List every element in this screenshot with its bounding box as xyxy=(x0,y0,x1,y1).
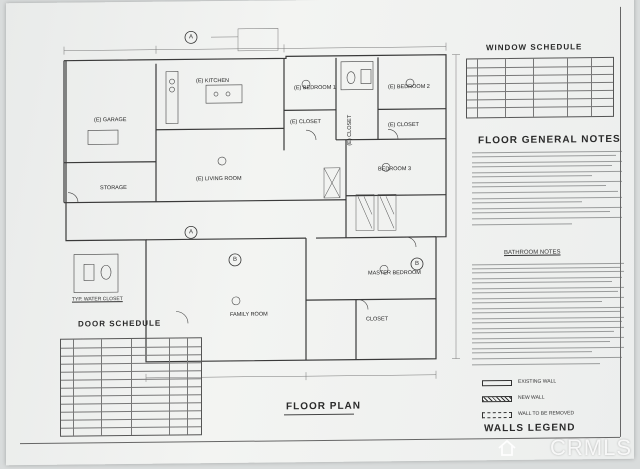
door-schedule-table xyxy=(60,337,202,437)
typ-water-closet-title: TYP. WATER CLOSET xyxy=(72,296,123,303)
legend-new-wall: NEW WALL xyxy=(518,394,545,401)
crmls-logo-icon xyxy=(498,439,516,456)
room-closet-2: (E) CLOSET xyxy=(388,121,419,129)
walls-legend-title: WALLS LEGEND xyxy=(484,422,576,435)
sheet-border-right xyxy=(620,6,621,437)
room-kitchen: (E) KITCHEN xyxy=(196,77,229,85)
section-marker-b-right-label: B xyxy=(415,260,420,268)
room-family-room: FAMILY ROOM xyxy=(230,311,268,318)
door-schedule-title: DOOR SCHEDULE xyxy=(78,318,162,329)
room-bedroom-2: (E) BEDROOM 2 xyxy=(388,83,430,91)
legend-existing-wall: EXISTING WALL xyxy=(518,378,557,385)
section-marker-a-left-label: A xyxy=(189,229,194,236)
room-closet-3: (E) CLOSET xyxy=(347,114,353,146)
section-marker-a-top-label: A xyxy=(189,34,194,41)
floor-general-notes-title: FLOOR GENERAL NOTES xyxy=(478,133,621,147)
room-bedroom-1: (E) BEDROOM 1 xyxy=(294,84,336,92)
room-master-bedroom: MASTER BEDROOM xyxy=(368,269,421,277)
section-marker-b-mid xyxy=(228,253,242,267)
window-schedule-title: WINDOW SCHEDULE xyxy=(486,42,583,53)
section-marker-b-mid-label: B xyxy=(233,256,238,263)
section-marker-b-right xyxy=(410,257,424,271)
floor-plan-drawing xyxy=(63,28,460,382)
room-storage: STORAGE xyxy=(100,185,127,192)
room-garage: (E) GARAGE xyxy=(94,117,127,124)
room-closet-master: CLOSET xyxy=(366,316,389,323)
legend-wall-to-be-removed: WALL TO BE REMOVED xyxy=(518,410,575,417)
bathroom-notes-title: BATHROOM NOTES xyxy=(504,249,561,257)
window-schedule-table xyxy=(466,56,614,119)
drawing-sheet: A A B B (E) GARAGE (E) KITCHEN (E) BEDRO… xyxy=(6,0,634,466)
crmls-watermark: CRMLS xyxy=(549,435,632,460)
room-closet-1: (E) CLOSET xyxy=(290,118,321,126)
floor-plan-title: FLOOR PLAN xyxy=(286,400,361,413)
section-marker-a-left xyxy=(184,225,198,239)
room-bedroom-3: BEDROOM 3 xyxy=(378,166,412,173)
room-living-room: (E) LIVING ROOM xyxy=(196,175,242,183)
section-marker-a-top xyxy=(184,30,198,44)
